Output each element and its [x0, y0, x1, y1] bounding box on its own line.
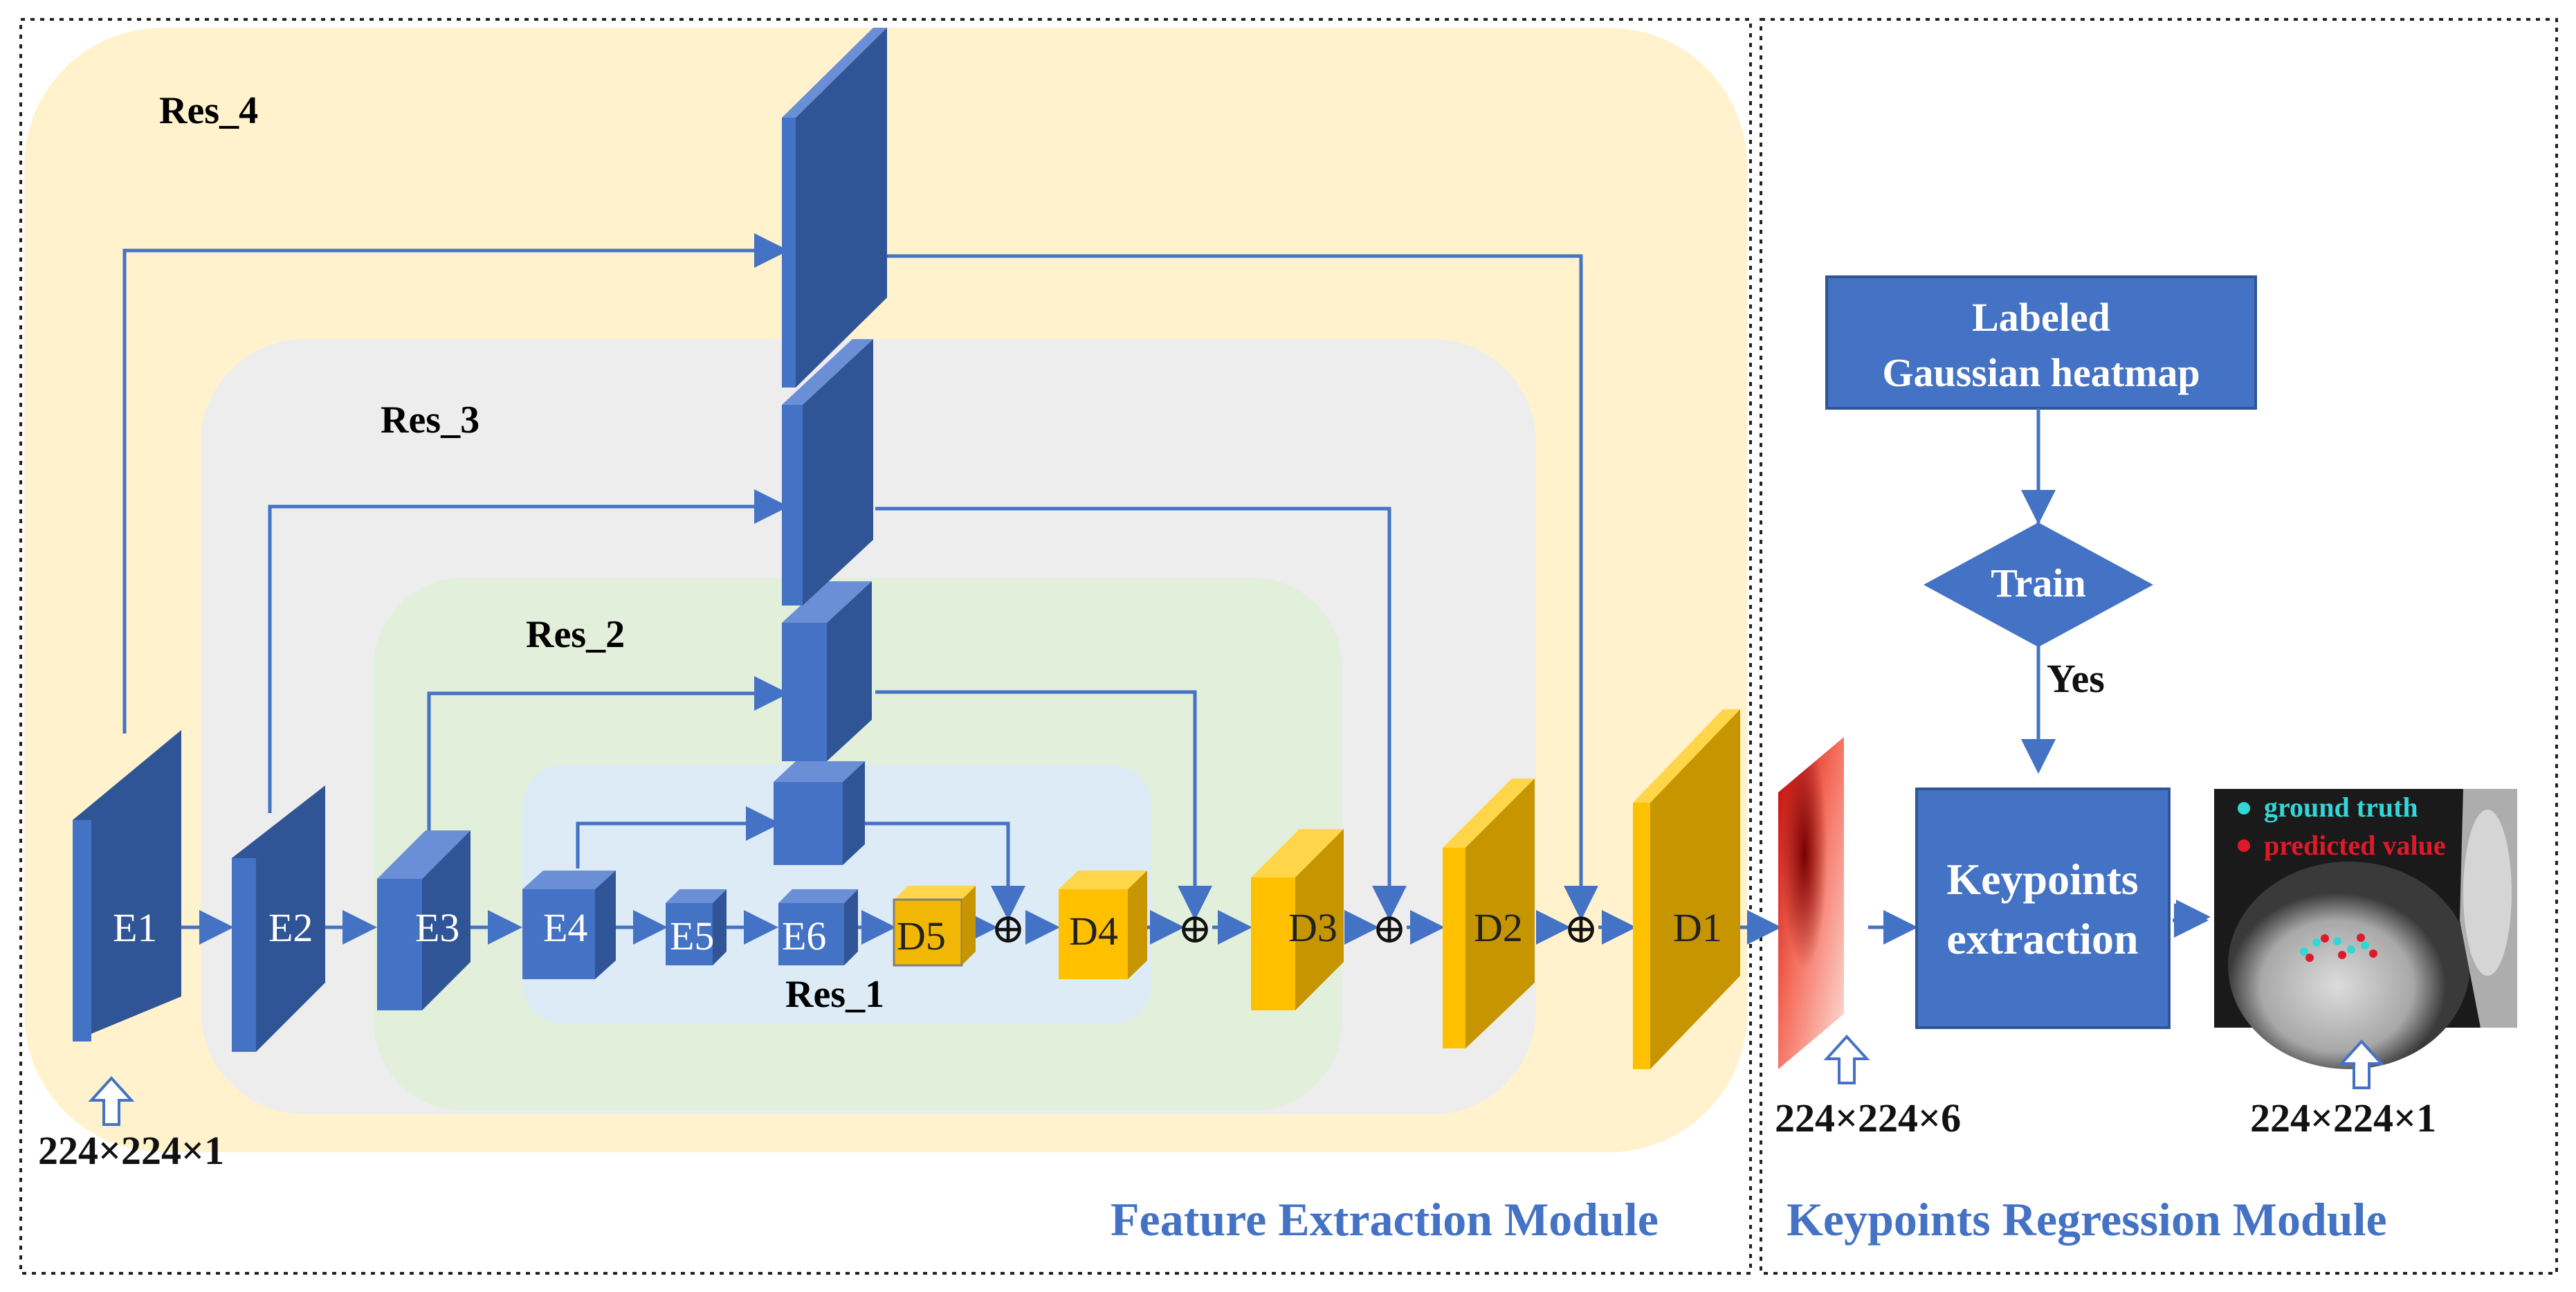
block-e1	[73, 730, 181, 1041]
legend-ground-truth: ground truth	[2264, 792, 2418, 823]
feature-extraction-title: Feature Extraction Module	[1111, 1193, 1659, 1246]
block-d5	[893, 886, 976, 967]
sum-node-3: ⊕	[1372, 906, 1407, 952]
label-d4: D4	[1069, 909, 1118, 954]
heatmap-size-label: 224×224×6	[1775, 1095, 1961, 1140]
label-d2: D2	[1474, 905, 1523, 950]
res3-label: Res_3	[381, 399, 479, 442]
keypoints-line2: extraction	[1946, 914, 2138, 963]
sum-node-2: ⊕	[1178, 906, 1212, 952]
output-size-label: 224×224×1	[2250, 1095, 2436, 1140]
bottleneck-block-res4	[782, 28, 887, 388]
block-d3	[1251, 829, 1344, 1010]
res1-label: Res_1	[785, 973, 884, 1016]
bottleneck-block-res1	[774, 761, 865, 865]
label-d5: D5	[897, 913, 946, 958]
legend-predicted: predicted value	[2264, 830, 2446, 861]
input-size-label: 224×224×1	[38, 1128, 224, 1173]
sum-node-1: ⊕	[991, 906, 1025, 952]
keypoints-regression-title: Keypoints Regression Module	[1787, 1193, 2387, 1246]
block-e4	[522, 871, 616, 979]
input-arrow-icon	[88, 1076, 135, 1126]
label-d1: D1	[1673, 905, 1722, 950]
res4-label: Res_4	[159, 89, 258, 132]
label-e3: E3	[415, 905, 459, 950]
heatmap-image	[1778, 737, 1844, 1069]
labeled-heatmap-line2: Gaussian heatmap	[1882, 350, 2200, 395]
block-d1	[1633, 709, 1740, 1069]
label-e6: E6	[782, 913, 826, 958]
feature-extraction-border	[19, 18, 1752, 1275]
label-e4: E4	[543, 905, 587, 950]
train-decision	[1924, 522, 2153, 647]
block-d4	[1059, 871, 1147, 979]
yes-label: Yes	[2047, 656, 2105, 701]
bottleneck-block-res3	[782, 339, 873, 606]
block-e5	[666, 889, 727, 965]
keypoints-regression-border	[1760, 18, 2558, 1275]
block-d2	[1443, 779, 1535, 1048]
output-image	[2214, 789, 2517, 1069]
res2-label: Res_2	[526, 613, 625, 656]
legend-predicted-dot	[2238, 839, 2250, 852]
block-e2	[232, 785, 325, 1052]
block-e6	[778, 889, 858, 965]
heatmap-arrow-icon	[1823, 1035, 1870, 1084]
legend-ground-truth-dot	[2238, 802, 2250, 815]
keypoints-line1: Keypoints	[1946, 855, 2138, 904]
label-e1: E1	[113, 905, 157, 950]
train-label: Train	[1991, 561, 2086, 606]
label-e2: E2	[268, 905, 313, 950]
bottleneck-block-res2	[782, 581, 872, 761]
label-e5: E5	[670, 913, 714, 958]
block-e3	[377, 830, 471, 1010]
keypoints-extraction-box	[1915, 788, 2171, 1029]
main-flow-arrows	[181, 900, 2211, 945]
labeled-heatmap-line1: Labeled	[1972, 295, 2110, 340]
labeled-heatmap-box	[1825, 275, 2257, 410]
label-d3: D3	[1288, 905, 1337, 950]
sum-node-4: ⊕	[1564, 906, 1598, 952]
output-arrow-icon	[2338, 1039, 2385, 1089]
